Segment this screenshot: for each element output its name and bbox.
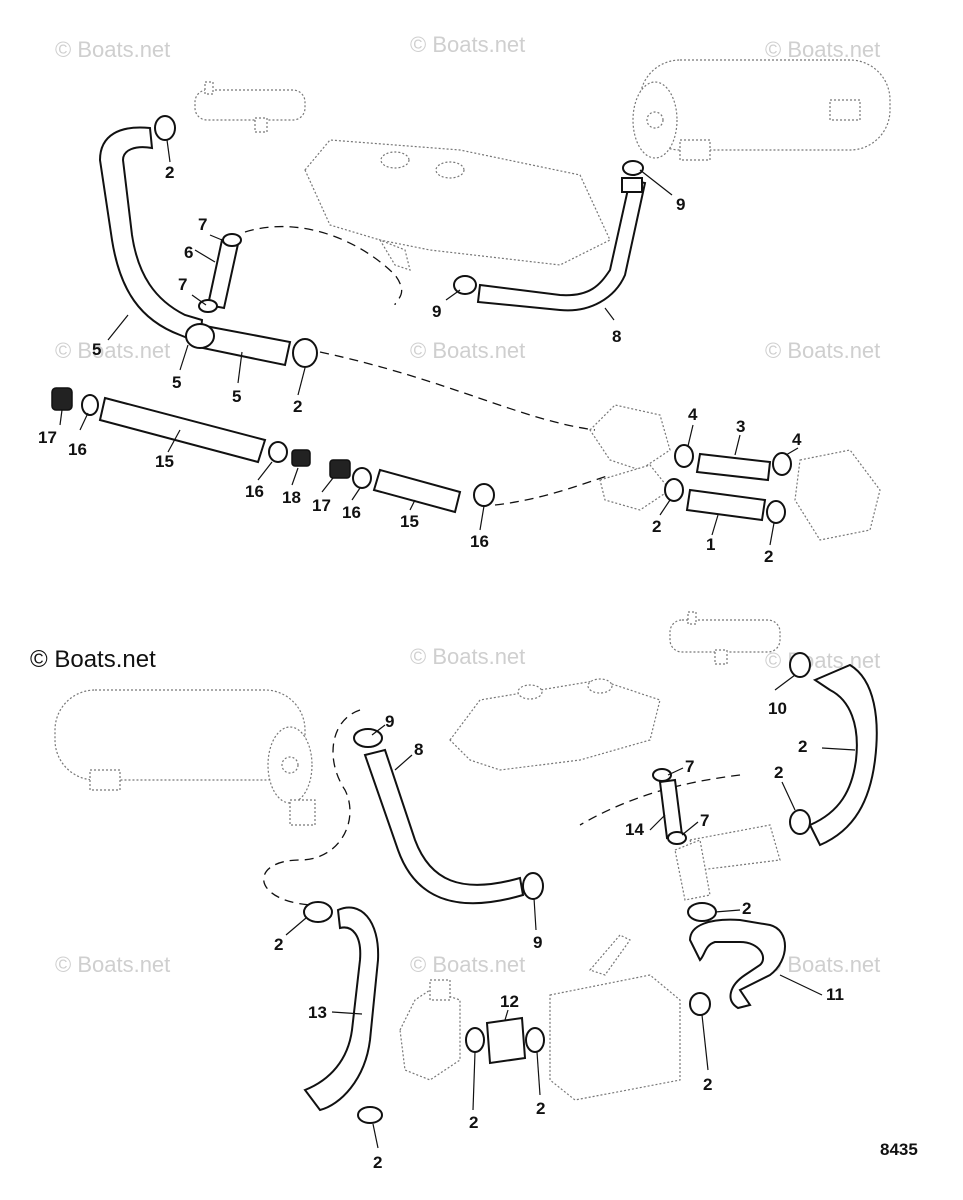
callout-16: 16 [68, 440, 87, 459]
callout-2: 2 [469, 1113, 478, 1132]
leader-lines [59, 139, 799, 546]
heat-exchanger-large-ghost [54, 689, 316, 826]
watermarks: © Boats.net © Boats.net © Boats.net © Bo… [55, 32, 880, 977]
callout-11: 11 [826, 985, 844, 1004]
hose-15 [372, 468, 462, 514]
fuel-cooler-ghost [549, 934, 681, 1101]
callouts-bottom: 9 8 9 2 13 2 12 2 2 7 14 7 2 10 2 2 11 2 [274, 699, 844, 1172]
callout-2: 2 [764, 547, 773, 566]
callout-2: 2 [774, 763, 783, 782]
watermark: © Boats.net [55, 338, 170, 363]
hose-1 [685, 488, 767, 522]
tee-fitting [185, 323, 215, 349]
callout-2: 2 [742, 899, 751, 918]
callout-5: 5 [172, 373, 181, 392]
hose-8 [363, 748, 525, 905]
callout-5: 5 [92, 340, 101, 359]
hose-3 [695, 452, 772, 482]
callout-7: 7 [685, 757, 694, 776]
callout-7: 7 [198, 215, 207, 234]
watermark: © Boats.net [410, 32, 525, 57]
figure-number: 8435 [880, 1140, 918, 1159]
hose-14 [658, 778, 684, 840]
callout-5: 5 [232, 387, 241, 406]
callout-14: 14 [625, 820, 644, 839]
callout-17: 17 [312, 496, 331, 515]
upper-assembly: 2 7 6 7 5 5 5 2 9 9 8 17 16 15 16 18 17 … [38, 59, 891, 566]
leader-lines [285, 674, 856, 1149]
callout-2: 2 [536, 1099, 545, 1118]
hose-6 [206, 238, 240, 310]
hose-13 [303, 906, 380, 1112]
watermark: © Boats.net [765, 648, 880, 673]
callout-3: 3 [736, 417, 745, 436]
seawater-pump-ghost [399, 979, 461, 1081]
callout-8: 8 [414, 740, 423, 759]
callout-18: 18 [282, 488, 301, 507]
callout-15: 15 [155, 452, 174, 471]
fitting-17 [51, 387, 73, 411]
callout-2: 2 [652, 517, 661, 536]
hose-11 [688, 918, 786, 1010]
watermark: © Boats.net [410, 952, 525, 977]
watermark: © Boats.net [410, 338, 525, 363]
callouts-top: 2 7 6 7 5 5 5 2 9 9 8 17 16 15 16 18 17 … [38, 163, 802, 566]
connection-line [263, 709, 361, 906]
callout-9: 9 [676, 195, 685, 214]
heat-exchanger-small-ghost [194, 81, 306, 133]
callout-16: 16 [470, 532, 489, 551]
watermark: © Boats.net [765, 37, 880, 62]
copyright-label: © Boats.net [30, 646, 156, 673]
callout-2: 2 [373, 1153, 382, 1172]
callout-8: 8 [612, 327, 621, 346]
fitting-18 [291, 449, 311, 467]
callout-9: 9 [385, 712, 394, 731]
callout-12: 12 [500, 992, 519, 1011]
hose-8-end [621, 177, 643, 193]
callout-4: 4 [792, 430, 802, 449]
connection-line [579, 774, 741, 826]
hose-5 [98, 126, 204, 345]
callout-1: 1 [706, 535, 715, 554]
callout-2: 2 [274, 935, 283, 954]
watermark: © Boats.net [410, 644, 525, 669]
callout-13: 13 [308, 1003, 327, 1022]
callout-2: 2 [165, 163, 174, 182]
callout-9: 9 [432, 302, 441, 321]
lower-assembly: 9 8 9 2 13 2 12 2 2 7 14 7 2 10 2 2 11 2 [54, 611, 878, 1172]
callout-7: 7 [178, 275, 187, 294]
callout-4: 4 [688, 405, 698, 424]
connection-line [319, 351, 596, 431]
connection-line [494, 474, 611, 506]
exhaust-manifold-ghost [304, 139, 611, 271]
callout-16: 16 [245, 482, 264, 501]
callout-17: 17 [38, 428, 57, 447]
fitting-17 [329, 459, 351, 479]
thermostat-housing-ghost [589, 404, 881, 541]
hose-15 [98, 396, 267, 464]
hose-clamps [303, 652, 811, 1124]
callout-2: 2 [293, 397, 302, 416]
callout-2: 2 [703, 1075, 712, 1094]
heat-exchanger-small-ghost [669, 611, 781, 665]
hose-12 [485, 1016, 527, 1065]
callout-7: 7 [700, 811, 709, 830]
watermark: © Boats.net [765, 338, 880, 363]
callout-16: 16 [342, 503, 361, 522]
thermostat-housing-ghost [674, 824, 781, 901]
connection-line [244, 225, 403, 306]
watermark: © Boats.net [55, 37, 170, 62]
callout-6: 6 [184, 243, 193, 262]
heat-exchanger-large-ghost [632, 59, 891, 161]
callout-9: 9 [533, 933, 542, 952]
callout-10: 2 [798, 737, 807, 756]
watermark: © Boats.net [55, 952, 170, 977]
exhaust-manifold-ghost [449, 678, 661, 771]
hose-10 [808, 663, 878, 847]
callout-2: 10 [768, 699, 787, 718]
hose-clamps [81, 115, 792, 524]
callout-15: 15 [400, 512, 419, 531]
hose-8 [476, 178, 647, 312]
